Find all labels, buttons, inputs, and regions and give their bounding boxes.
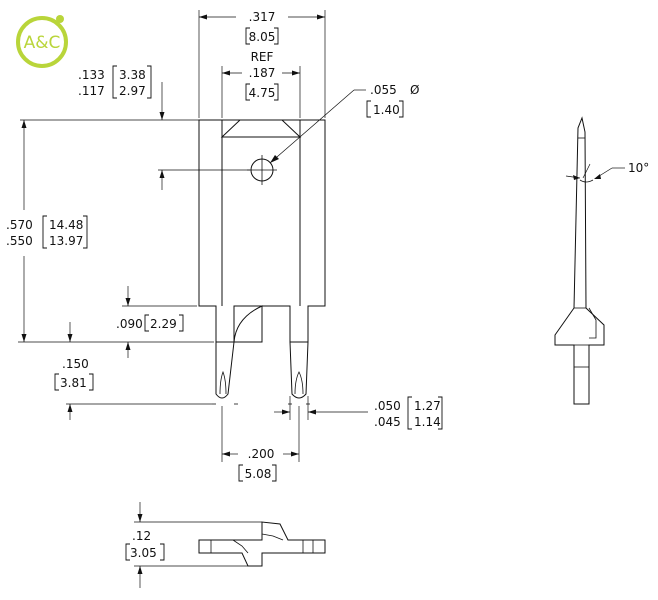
bend-height-mm: 3.05 xyxy=(130,546,157,560)
chamfer-mm-max: 3.38 xyxy=(119,68,146,82)
chamfer-in-max: .133 xyxy=(78,68,105,82)
tab-length-mm: 3.81 xyxy=(60,376,87,390)
dim-tab-spacing: .200 5.08 xyxy=(221,406,300,482)
hole-dia-mm: 1.40 xyxy=(373,103,400,117)
bend-height-in: .12 xyxy=(132,529,151,543)
side-view xyxy=(554,116,605,405)
slot-width-in: .187 xyxy=(249,66,276,80)
height-mm-min: 13.97 xyxy=(49,234,83,248)
dim-slot-width: REF .187 4.75 xyxy=(221,50,301,118)
tab-width-in-max: .050 xyxy=(374,399,401,413)
tab-width-mm-min: 1.14 xyxy=(414,415,441,429)
chamfer-mm-min: 2.97 xyxy=(119,84,146,98)
angle-value: 10° xyxy=(628,161,649,175)
dim-bend-height: .12 3.05 xyxy=(125,502,262,588)
tab-spacing-in: .200 xyxy=(248,447,275,461)
tab-length-in: .150 xyxy=(62,357,89,371)
bottom-view xyxy=(198,521,326,567)
dim-hole-diameter: .055 Ø 1.40 xyxy=(269,83,419,164)
front-view xyxy=(198,119,326,405)
tab-width-mm-max: 1.27 xyxy=(414,399,441,413)
overall-width-in: .317 xyxy=(249,10,276,24)
height-mm-max: 14.48 xyxy=(49,218,83,232)
dim-chamfer-to-hole: .133 .117 3.38 2.97 xyxy=(20,65,250,190)
logo-text: A&C xyxy=(24,33,61,53)
tab-width-in-min: .045 xyxy=(374,415,401,429)
chamfer-in-min: .117 xyxy=(78,84,105,98)
dim-angle: 10° xyxy=(565,161,649,183)
dim-overall-width: .317 8.05 xyxy=(198,10,326,118)
dim-tab-width: .050 .045 1.27 1.14 xyxy=(274,396,443,430)
company-logo: A&C xyxy=(16,15,68,68)
tab-spacing-mm: 5.08 xyxy=(245,467,272,481)
dim-step: .090 2.29 xyxy=(116,286,197,358)
height-in-min: .550 xyxy=(6,234,33,248)
step-in: .090 xyxy=(116,317,143,331)
dim-tab-length: .150 3.81 xyxy=(54,322,212,420)
step-mm: 2.29 xyxy=(150,317,177,331)
slot-width-mm: 4.75 xyxy=(249,86,276,100)
hole-dia-symbol: Ø xyxy=(410,83,419,97)
height-in-max: .570 xyxy=(6,218,33,232)
overall-width-mm: 8.05 xyxy=(249,30,276,44)
slot-width-note: REF xyxy=(251,50,274,64)
hole-dia-in: .055 xyxy=(370,83,397,97)
dim-height: .570 .550 14.48 13.97 xyxy=(6,120,214,343)
